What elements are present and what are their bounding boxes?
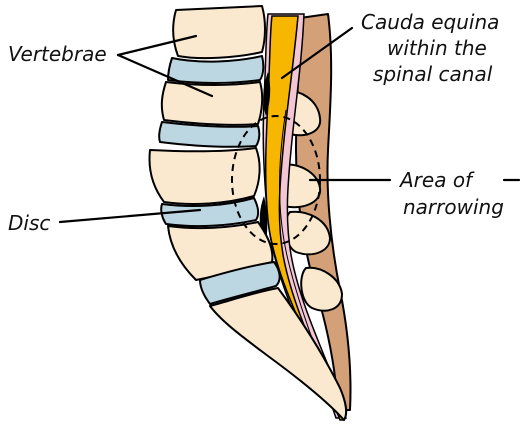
vertebra-3	[150, 148, 260, 204]
label-cauda-equina-line2: within the	[387, 36, 487, 60]
label-vertebrae: Vertebrae	[8, 42, 107, 66]
label-cauda-equina-line1: Cauda equina	[361, 10, 499, 34]
label-cauda-equina-line3: spinal canal	[373, 62, 493, 86]
disc-1	[168, 56, 263, 83]
vertebra-2	[162, 82, 262, 125]
label-area-line1: Area of	[398, 168, 475, 192]
label-disc: Disc	[8, 211, 50, 235]
vertebra-1	[173, 6, 265, 58]
label-area-line2: narrowing	[403, 195, 504, 219]
